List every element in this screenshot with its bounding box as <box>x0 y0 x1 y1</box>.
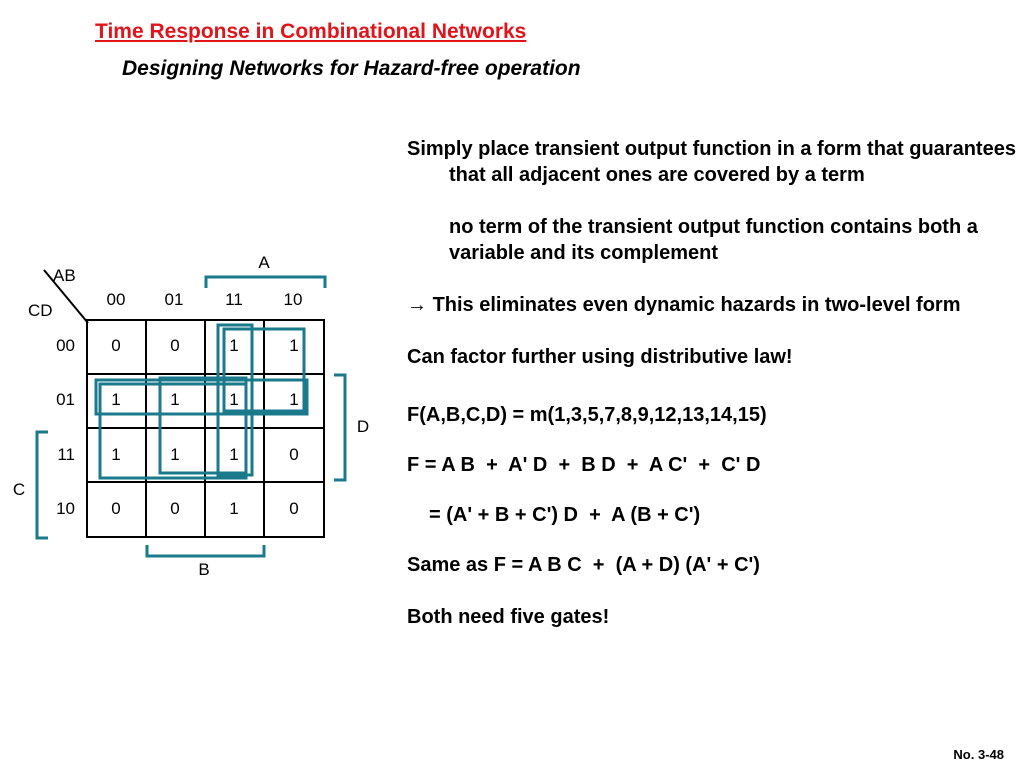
kmap-col-header: 11 <box>225 290 243 309</box>
kmap-cell: 1 <box>229 445 238 464</box>
kmap-loop-ab <box>216 323 254 477</box>
kmap-cell: 0 <box>170 499 179 518</box>
explanation-text: Simply place transient output function i… <box>407 136 1017 630</box>
kmap-cell: 1 <box>289 390 298 409</box>
kmap-row-header: 00 <box>56 336 75 355</box>
kmap-bracket-label-c: C <box>13 480 25 499</box>
arrow-icon: → <box>407 294 427 316</box>
para-no-complement: no term of the transient output function… <box>449 216 978 264</box>
kmap-bracket-a <box>204 275 327 288</box>
kmap-col-header: 10 <box>284 290 303 309</box>
kmap-cell: 0 <box>111 336 120 355</box>
conclusion-five-gates: Both need five gates! <box>407 606 610 628</box>
kmap-corner-diagonal <box>43 269 89 324</box>
equation-minterms: F(A,B,C,D) = m(1,3,5,7,8,9,12,13,14,15) <box>407 404 767 426</box>
kmap-cell: 1 <box>111 390 120 409</box>
kmap-bracket-c <box>35 430 48 540</box>
para-adjacent-ones: Simply place transient output function i… <box>407 138 1016 186</box>
kmap-cell: 0 <box>170 336 179 355</box>
kmap-cell: 1 <box>170 390 179 409</box>
kmap-grid <box>86 319 325 538</box>
kmap-cell: 1 <box>111 445 120 464</box>
equation-alternative: Same as F = A B C + (A + D) (A' + C') <box>407 554 760 576</box>
kmap-cell: 0 <box>289 445 298 464</box>
kmap-cell: 0 <box>111 499 120 518</box>
kmap-row-header: 10 <box>56 499 75 518</box>
kmap-row-header: 01 <box>56 390 75 409</box>
kmap-col-header: 01 <box>165 290 184 309</box>
kmap-col-header: 00 <box>107 290 126 309</box>
equation-sum-of-products: F = A B + A' D + B D + A C' + C' D <box>407 454 761 476</box>
kmap-bracket-b <box>145 545 266 558</box>
kmap-col-var-label: AB <box>53 266 76 285</box>
para-dynamic-hazards: → This eliminates even dynamic hazards i… <box>407 292 1017 318</box>
kmap-row-header: 11 <box>57 445 75 464</box>
kmap-loop-c-prime-d <box>94 378 309 416</box>
slide-subtitle: Designing Networks for Hazard-free opera… <box>122 57 581 80</box>
kmap-row-var-label: CD <box>28 301 53 320</box>
slide-title: Time Response in Combinational Networks <box>95 20 527 43</box>
para-factor-further: Can factor further using distributive la… <box>407 346 793 368</box>
para-dynamic-hazards-text: This eliminates even dynamic hazards in … <box>432 294 961 316</box>
kmap-cell: 0 <box>289 499 298 518</box>
kmap-bracket-d <box>334 373 347 482</box>
kmap-bracket-label-a: A <box>258 253 270 272</box>
kmap-cell: 1 <box>229 390 238 409</box>
kmap-cell: 1 <box>229 499 238 518</box>
kmap-cell: 1 <box>170 445 179 464</box>
karnaugh-map: AB CD 00 01 11 10 00 01 11 10 0 0 1 1 1 … <box>13 253 369 579</box>
kmap-loop-ac-prime <box>222 327 306 413</box>
equation-factored: = (A' + B + C') D + A (B + C') <box>429 504 701 526</box>
kmap-bracket-label-d: D <box>357 417 369 436</box>
kmap-bracket-label-b: B <box>198 560 209 579</box>
slide-number: No. 3-48 <box>953 747 1004 762</box>
kmap-cell: 1 <box>289 336 298 355</box>
kmap-cell: 1 <box>229 336 238 355</box>
kmap-loop-a-prime-d <box>98 382 248 480</box>
